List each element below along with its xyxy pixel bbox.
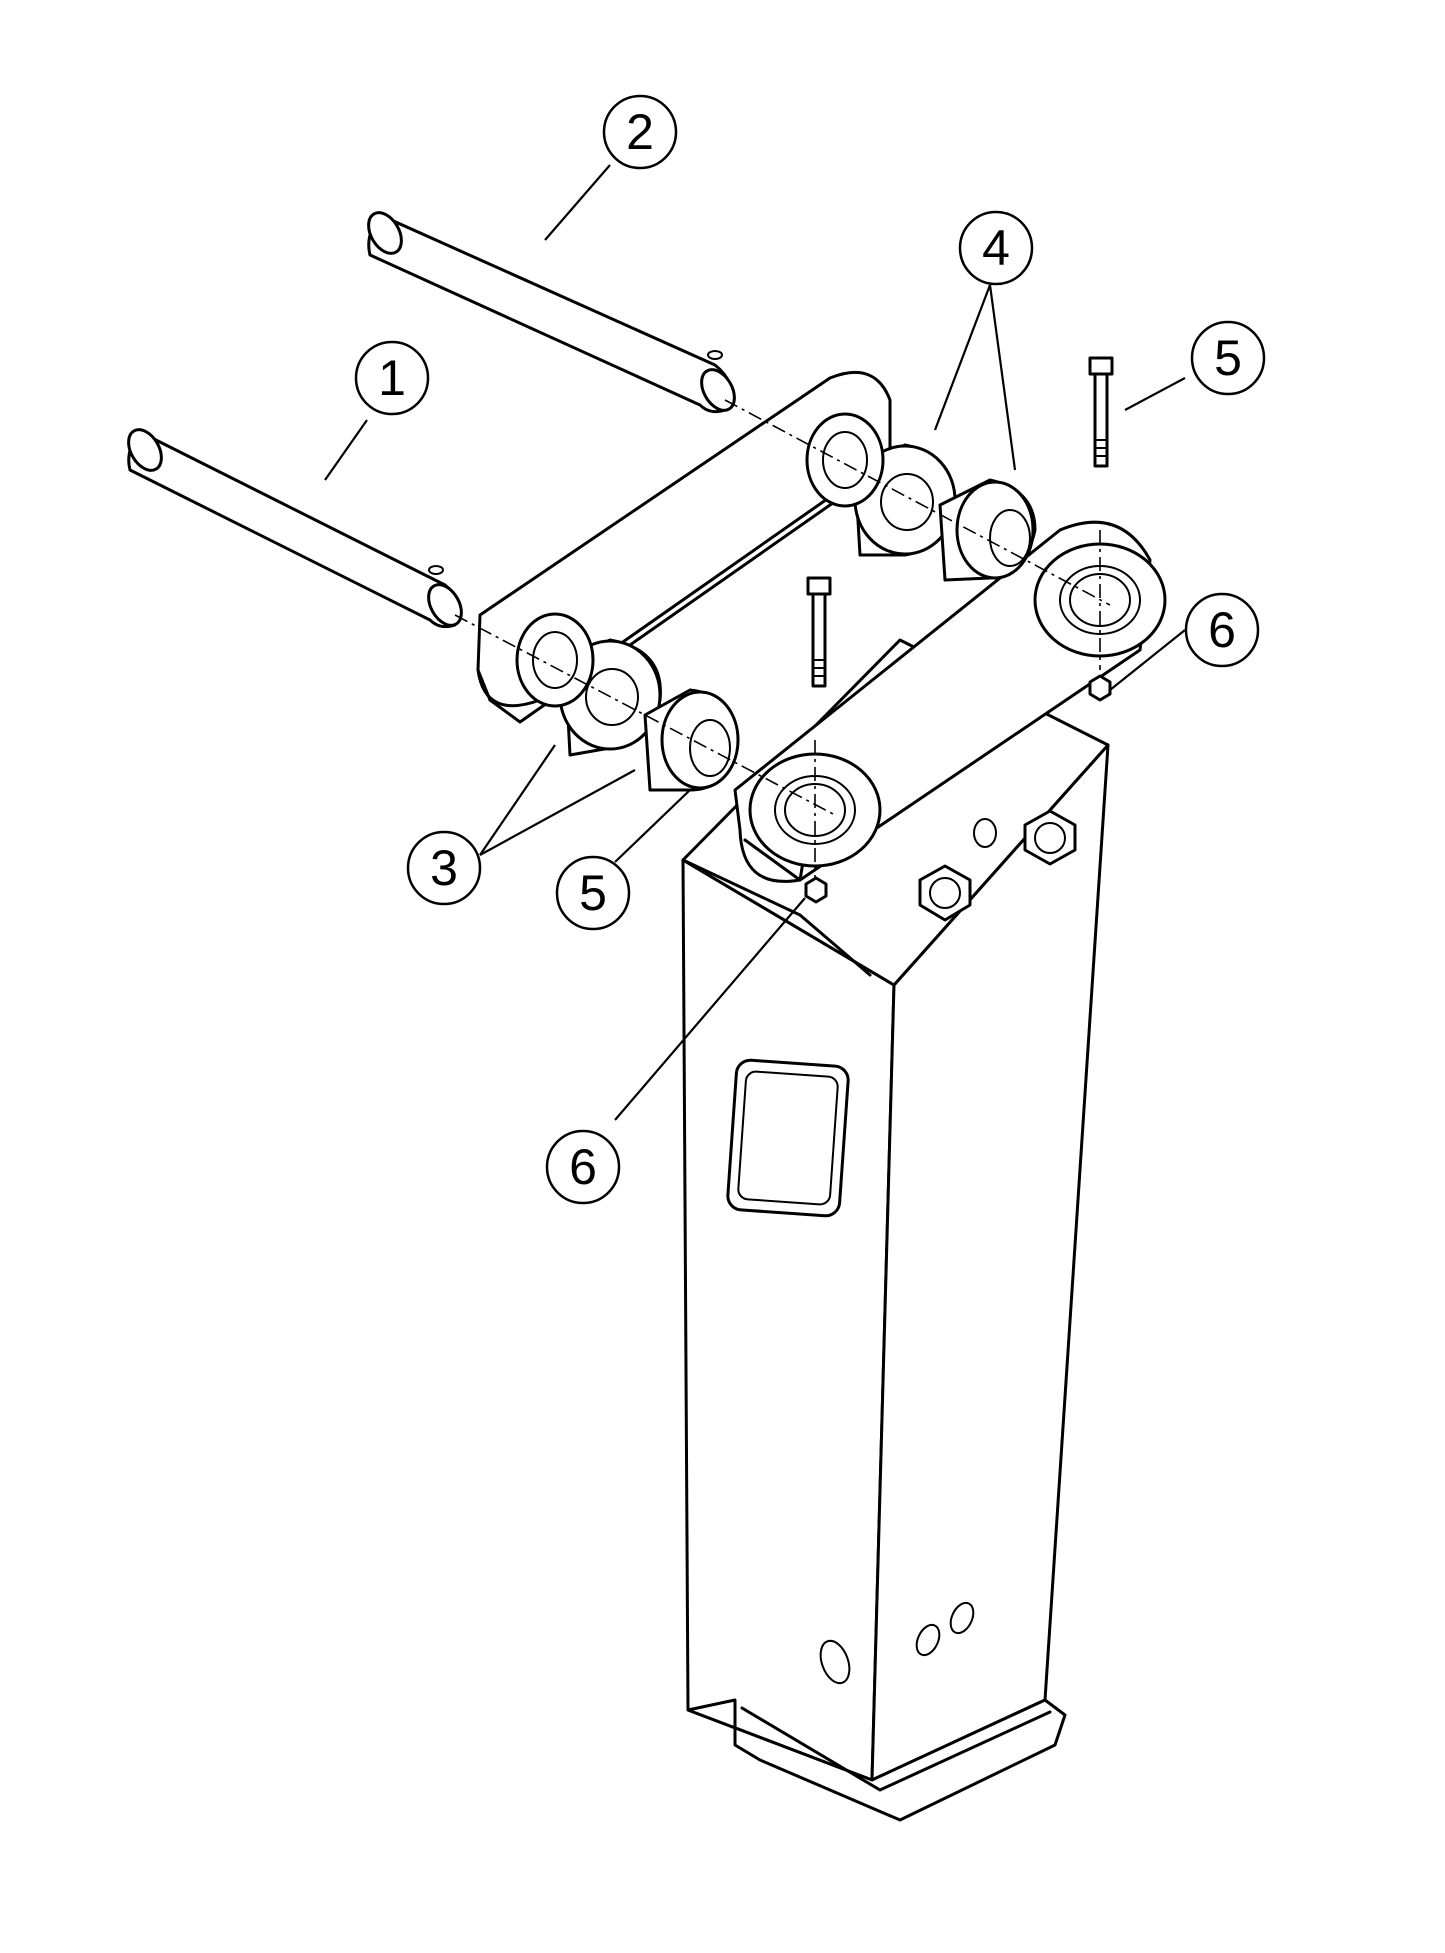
nut-right [1088,674,1112,702]
callout-3: 3 [406,830,482,906]
callout-6-lower-label: 6 [569,1139,597,1195]
callout-1: 1 [354,340,430,416]
pin-1 [127,428,463,629]
access-window [726,1058,850,1218]
leader-lines [324,164,1186,1121]
callout-5-upper-label: 5 [1214,330,1242,386]
bolt-lower [806,576,832,688]
callout-6-lower: 6 [545,1129,621,1205]
callout-6-right: 6 [1184,592,1260,668]
callout-3-label: 3 [430,840,458,896]
callout-2: 2 [602,94,678,170]
bolt-upper [1088,356,1114,468]
callout-2-label: 2 [626,104,654,160]
pin-2 [367,211,736,414]
callout-5-lower-label: 5 [579,865,607,921]
bushing-front-inner [643,688,740,792]
callout-6-right-label: 6 [1208,602,1236,658]
hex-bolt-head [1023,809,1077,866]
nut-lower [804,876,828,904]
callout-5-upper: 5 [1190,320,1266,396]
hex-bolt-head [918,864,972,922]
callout-4-label: 4 [982,220,1010,276]
callout-5-lower: 5 [555,855,631,931]
callout-1-label: 1 [378,350,406,406]
callout-4: 4 [958,210,1034,286]
